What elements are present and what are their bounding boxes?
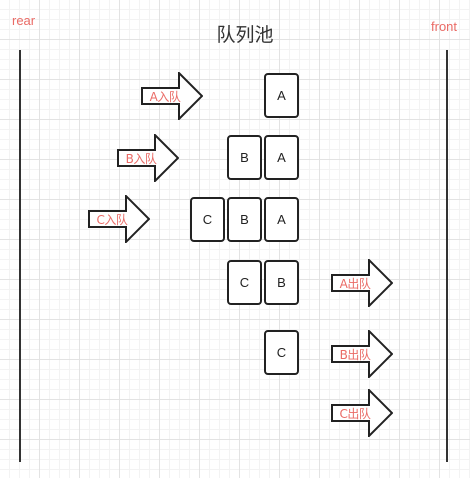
- queue-box: B: [227, 135, 262, 180]
- dequeue-arrow-label: B出队: [339, 347, 371, 362]
- queue-box: C: [264, 330, 299, 375]
- queue-box: B: [227, 197, 262, 242]
- queue-box: C: [190, 197, 225, 242]
- enqueue-arrow-label: C入队: [96, 212, 128, 227]
- arrow-right-icon: [331, 330, 393, 378]
- queue-box: A: [264, 197, 299, 242]
- dequeue-arrow-c: C出队: [331, 389, 393, 437]
- queue-box: A: [264, 73, 299, 118]
- enqueue-arrow-label: B入队: [125, 151, 157, 166]
- arrow-right-icon: [117, 134, 179, 182]
- queue-box: C: [227, 260, 262, 305]
- diagram-title: 队列池: [216, 24, 274, 46]
- enqueue-arrow-a: A入队: [141, 72, 203, 120]
- queue-box: B: [264, 260, 299, 305]
- dequeue-arrow-label: C出队: [339, 406, 371, 421]
- rear-label: rear: [12, 13, 36, 28]
- rear-boundary-line: [19, 50, 21, 462]
- dequeue-arrow-a: A出队: [331, 259, 393, 307]
- enqueue-arrow-c: C入队: [88, 195, 150, 243]
- dequeue-arrow-b: B出队: [331, 330, 393, 378]
- front-label: front: [431, 19, 458, 34]
- enqueue-arrow-label: A入队: [149, 89, 181, 104]
- arrow-right-icon: [88, 195, 150, 243]
- arrow-right-icon: [141, 72, 203, 120]
- enqueue-arrow-b: B入队: [117, 134, 179, 182]
- arrow-right-icon: [331, 389, 393, 437]
- arrow-right-icon: [331, 259, 393, 307]
- dequeue-arrow-label: A出队: [339, 276, 371, 291]
- front-boundary-line: [446, 50, 448, 462]
- queue-box: A: [264, 135, 299, 180]
